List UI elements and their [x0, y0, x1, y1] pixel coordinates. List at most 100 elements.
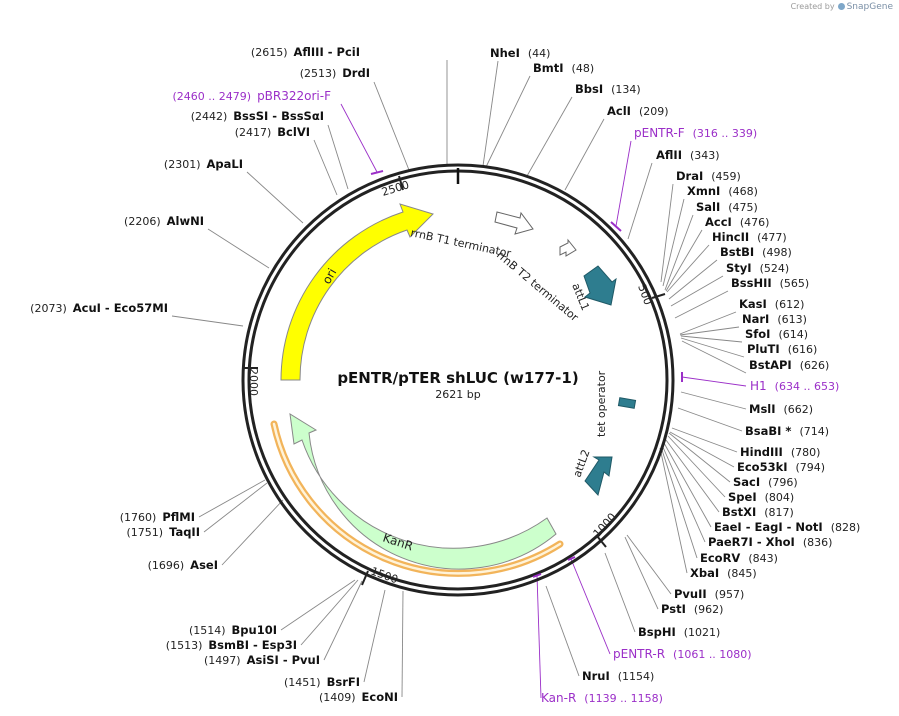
primer-pentr-f[interactable]: pENTR-F(316 .. 339)	[634, 126, 757, 140]
site-acli[interactable]: AclI(209)	[607, 104, 669, 118]
site-eco53ki[interactable]: Eco53kI(794)	[737, 460, 825, 474]
site-acci[interactable]: AccI(476)	[705, 215, 769, 229]
site-aflii-leader	[627, 162, 653, 240]
site-ecorv-name: EcoRV	[700, 551, 740, 565]
plasmid-name: pENTR/pTER shLUC (w177-1)	[337, 369, 578, 387]
site-bstapi-leader	[681, 340, 747, 374]
site-bsmbi-esp3i[interactable]: BsmBI - Esp3I(1513)	[166, 638, 297, 652]
site-bclvi[interactable]: BclVI(2417)	[235, 125, 310, 139]
site-kasi-leader	[679, 311, 737, 335]
site-bmti-name: BmtI	[533, 61, 564, 75]
site-xmni-position: (468)	[728, 185, 758, 198]
site-drdi[interactable]: DrdI(2513)	[300, 66, 370, 80]
site-asisi-pvui-name: AsiSI - PvuI	[247, 653, 320, 667]
site-bstapi-position: (626)	[800, 359, 830, 372]
site-asei-leader	[221, 499, 284, 566]
site-asei-position: (1696)	[148, 559, 185, 572]
site-styi[interactable]: StyI(524)	[726, 261, 789, 275]
site-aflii[interactable]: AflII(343)	[656, 148, 720, 162]
site-bsshii[interactable]: BssHII(565)	[731, 276, 809, 290]
site-hincii-name: HincII	[712, 230, 749, 244]
site-afliii-pcii[interactable]: AflIII - PciI(2615)	[251, 45, 360, 59]
site-nrui[interactable]: NruI (1154)	[582, 669, 654, 683]
site-bsphi[interactable]: BspHI(1021)	[638, 625, 720, 639]
site-bsabi[interactable]: BsaBI *(714)	[745, 424, 829, 438]
primer-kan-r[interactable]: Kan-R (1139 .. 1158)	[541, 691, 663, 705]
primer-kan-r-position: (1139 .. 1158)	[584, 692, 663, 705]
site-bstapi[interactable]: BstAPI(626)	[749, 358, 829, 372]
attl1-arrow	[583, 265, 617, 306]
site-nhei[interactable]: NheI(44)	[490, 46, 550, 60]
site-alwni[interactable]: AlwNI(2206)	[124, 214, 204, 228]
feature-ori[interactable]: ori	[280, 203, 434, 381]
feature-tet-operator[interactable]: tet operator	[595, 370, 637, 437]
site-econi[interactable]: EcoNI(1409)	[319, 690, 398, 704]
site-spei-leader	[667, 435, 726, 498]
site-sali[interactable]: SalI(475)	[696, 200, 758, 214]
site-bstxi-name: BstXI	[722, 505, 756, 519]
site-nrui-name: NruI	[582, 669, 610, 683]
site-pvuii[interactable]: PvuII(957)	[674, 587, 744, 601]
site-hincii-position: (477)	[757, 231, 787, 244]
kanr-arrow	[289, 413, 557, 570]
site-xbai[interactable]: XbaI(845)	[690, 566, 757, 580]
site-alwni-position: (2206)	[124, 215, 161, 228]
primer-pentr-r-name: pENTR-R	[613, 647, 665, 661]
feature-attl2[interactable]: attL2	[571, 448, 613, 497]
site-ecorv-position: (843)	[748, 552, 778, 565]
site-psti[interactable]: PstI(962)	[661, 602, 723, 616]
site-sfoi[interactable]: SfoI(614)	[745, 327, 808, 341]
site-bstxi[interactable]: BstXI(817)	[722, 505, 794, 519]
site-spei[interactable]: SpeI(804)	[728, 490, 794, 504]
site-pflmi[interactable]: PflMI(1760)	[120, 510, 195, 524]
site-bstbi[interactable]: BstBI(498)	[720, 245, 792, 259]
site-bpu10i[interactable]: Bpu10I(1514)	[189, 623, 277, 637]
site-drdi-leader	[373, 81, 410, 171]
site-eaei-eagi-noti-position: (828)	[831, 521, 861, 534]
site-eaei-eagi-noti[interactable]: EaeI - EagI - NotI(828)	[714, 520, 860, 534]
site-hincii-leader	[666, 244, 710, 293]
site-ecorv[interactable]: EcoRV (843)	[700, 551, 778, 565]
site-acui-eco57mi-name: AcuI - Eco57MI	[73, 301, 168, 315]
site-drai[interactable]: DraI(459)	[676, 169, 741, 183]
site-acci-leader	[665, 229, 703, 292]
site-bmti[interactable]: BmtI(48)	[533, 61, 594, 75]
site-afliii-pcii-name: AflIII - PciI	[293, 45, 360, 59]
site-nrui-position: (1154)	[618, 670, 655, 683]
feature-attl1[interactable]: attL1	[569, 265, 617, 313]
site-hincii[interactable]: HincII (477)	[712, 230, 787, 244]
site-bbsi[interactable]: BbsI(134)	[575, 82, 641, 96]
site-bsssi-bsss-i[interactable]: BssSI - BssSαI(2442)	[191, 109, 324, 123]
primer-h1[interactable]: H1(634 .. 653)	[750, 379, 839, 393]
site-apali[interactable]: ApaLI(2301)	[164, 157, 243, 171]
site-bclvi-position: (2417)	[235, 126, 272, 139]
site-nari[interactable]: NarI(613)	[742, 312, 807, 326]
feature-rrnb-t2[interactable]: rrnB T2 terminator	[494, 238, 581, 324]
site-xmni[interactable]: XmnI(468)	[687, 184, 758, 198]
site-asei[interactable]: AseI(1696)	[148, 558, 218, 572]
site-bsmbi-esp3i-name: BsmBI - Esp3I	[208, 638, 297, 652]
site-bsrfi[interactable]: BsrFI(1451)	[284, 675, 360, 689]
site-drai-leader	[660, 183, 674, 283]
site-acui-eco57mi[interactable]: AcuI - Eco57MI(2073)	[30, 301, 168, 315]
site-msli[interactable]: MslI(662)	[749, 402, 813, 416]
feature-kanr[interactable]: KanR	[270, 413, 564, 577]
ori-label: ori	[319, 266, 339, 287]
primer-pentr-r-position: (1061 .. 1080)	[673, 648, 752, 661]
site-saci[interactable]: SacI(796)	[733, 475, 798, 489]
tet-operator-box	[617, 397, 637, 409]
primer-pentr-r[interactable]: pENTR-R (1061 .. 1080)	[613, 647, 752, 661]
site-alwni-leader	[207, 228, 270, 269]
site-paer7i-xhoi[interactable]: PaeR7I - XhoI(836)	[708, 535, 832, 549]
primer-kan-r-name: Kan-R	[541, 691, 576, 705]
site-taqii[interactable]: TaqII(1751)	[127, 525, 201, 539]
site-pvuii-name: PvuII	[674, 587, 707, 601]
site-hindiii[interactable]: HindIII(780)	[740, 445, 820, 459]
site-pluti[interactable]: PluTI(616)	[747, 342, 817, 356]
tick-label-2500: 2500	[380, 178, 411, 199]
site-kasi[interactable]: KasI(612)	[739, 297, 804, 311]
site-ecorv-leader	[660, 446, 698, 559]
primer-pbr322ori-f[interactable]: pBR322ori-F(2460 .. 2479)	[173, 89, 332, 103]
site-asisi-pvui[interactable]: AsiSI - PvuI(1497)	[204, 653, 320, 667]
rrnb-t2-arrow	[559, 238, 577, 257]
